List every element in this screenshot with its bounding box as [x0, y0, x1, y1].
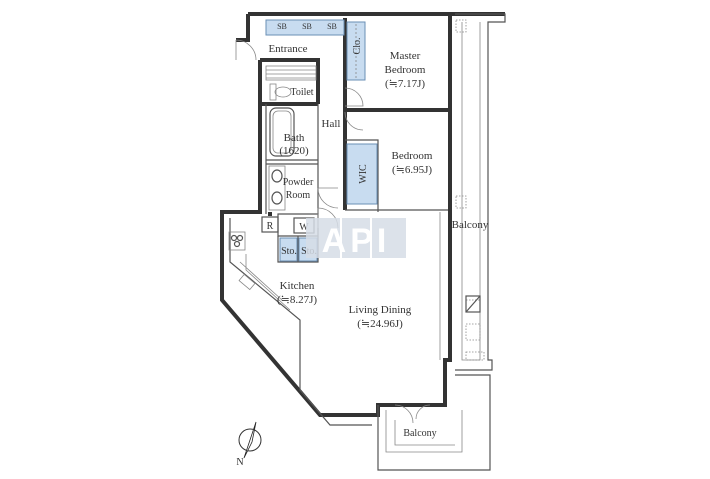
storage-areas [265, 19, 378, 262]
watermark: API [306, 218, 406, 260]
wic-label: WIC [358, 164, 369, 184]
bedroom-label: Bedroom [392, 150, 433, 162]
master-bedroom-area-label: (≒7.17J) [385, 78, 425, 90]
evacuation-hatch-icon [465, 295, 481, 313]
bath-size-label: (1620) [279, 145, 309, 157]
walk-in-closet-storage [346, 143, 378, 205]
shoe-box-label-1: SB [277, 22, 287, 31]
kitchen-area-label: (≒8.27J) [277, 294, 317, 306]
kitchen-counter [239, 254, 291, 311]
bathtub-fixture [269, 107, 295, 157]
doors [235, 39, 431, 424]
kitchen-sink [238, 273, 256, 291]
watermark-text: API [322, 222, 391, 260]
powder-room-sinks [268, 165, 286, 211]
compass-icon: N [236, 421, 262, 468]
shoe-box-storage [265, 19, 345, 36]
storage-1-area [279, 237, 298, 262]
toilet-label: Toilet [290, 87, 313, 98]
master-bedroom-label-1: Master [390, 50, 421, 62]
master-bedroom-label-2: Bedroom [385, 64, 426, 76]
fixtures [228, 19, 485, 361]
entrance-steps [265, 65, 317, 81]
shoe-box-label-2: SB [302, 22, 312, 31]
entrance-label: Entrance [268, 43, 307, 55]
closet-storage [346, 21, 366, 81]
toilet-fixture [269, 83, 292, 101]
living-dining-label: Living Dining [349, 304, 412, 316]
hall-label: Hall [322, 118, 341, 130]
closet-label: Clo. [352, 38, 363, 55]
outer-walls [220, 12, 506, 471]
kitchen-label: Kitchen [280, 280, 315, 292]
bath-label: Bath [284, 132, 305, 144]
east-balcony-label: Balcony [452, 219, 489, 231]
room-labels: SB SB SB Entrance Toilet Hall Bath (1620… [267, 22, 489, 439]
bedroom-area-label: (≒6.95J) [392, 164, 432, 176]
shoe-box-label-3: SB [327, 22, 337, 31]
washer-label: W [299, 222, 309, 233]
stove-icon [228, 231, 246, 251]
south-balcony-label: Balcony [403, 428, 436, 439]
storage-1-label: Sto. [281, 246, 297, 257]
refrigerator-label: R [267, 221, 274, 232]
compass-north-label: N [236, 457, 243, 468]
powder-room-label-1: Powder [283, 177, 314, 188]
powder-room-label-2: Room [286, 190, 311, 201]
living-dining-area-label: (≒24.96J) [357, 318, 403, 330]
refrigerator-fixture [261, 216, 279, 233]
